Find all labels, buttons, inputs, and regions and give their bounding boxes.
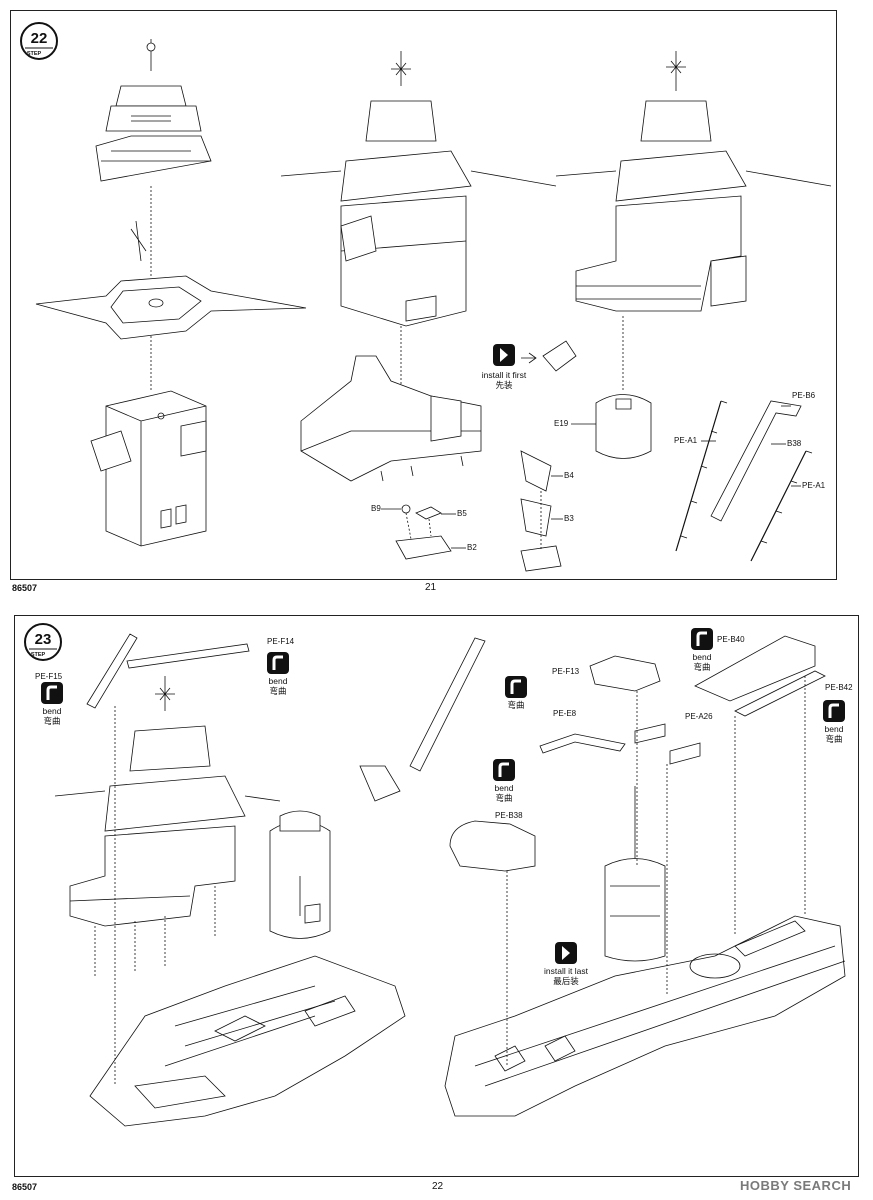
part-label-b3: B3 (564, 514, 574, 523)
part-label-pe-f15: PE-F15 (35, 672, 63, 681)
install-first-note: install it first 先装 (469, 370, 539, 390)
right-tower-assembly (604, 786, 666, 962)
part-label-pe-b6: PE-B6 (792, 391, 816, 400)
bend-icon-5 (691, 628, 713, 650)
part-label-pe-b40: PE-B40 (717, 635, 745, 644)
b9-b5-b2-parts (381, 504, 466, 560)
leader-lines (114, 676, 806, 1086)
bend-note-4: bend 弯曲 (494, 783, 514, 804)
part-label-e19: E19 (554, 419, 569, 428)
install-last-en: install it last (544, 966, 588, 976)
right-deck (444, 915, 846, 1117)
left-platform (35, 186, 307, 391)
page-22-code: 86507 (12, 1182, 38, 1192)
bend-icon-1 (41, 682, 63, 704)
pe-e8-rail (539, 733, 626, 754)
bend-note-2: bend 弯曲 (268, 676, 288, 697)
install-last-note: install it last 最后装 (535, 966, 597, 986)
part-label-pe-b42: PE-B42 (825, 683, 853, 692)
part-label-b9: B9 (371, 504, 381, 513)
step-word: STEP (31, 652, 46, 658)
part-label-b38: B38 (787, 439, 802, 448)
b4-b3-parts (520, 450, 563, 572)
bend-note-6: bend 弯曲 (824, 724, 844, 745)
left-tower-assembly (54, 676, 281, 976)
pe-f14-railing (126, 643, 250, 669)
pe-railings (675, 400, 813, 562)
pe-a26-rails (634, 723, 701, 765)
install-first-en: install it first (481, 370, 527, 380)
middle-tower (280, 51, 557, 416)
step-number: 22 (31, 30, 48, 47)
part-label-pe-a1-left: PE-A1 (674, 436, 698, 445)
install-first-zh: 先装 (495, 380, 513, 391)
watermark-text: HOBBY SEARCH (740, 1178, 852, 1193)
bend-icon-2 (267, 652, 289, 674)
install-first-icon (493, 344, 515, 366)
step-word: STEP (27, 51, 42, 57)
part-label-pe-f13: PE-F13 (552, 667, 580, 676)
part-label-pe-b38: PE-B38 (495, 811, 523, 820)
bend-note-3: 弯曲 (507, 700, 525, 710)
long-railing (409, 637, 486, 772)
step-number: 23 (35, 631, 52, 648)
pe-b40-rail (694, 635, 816, 702)
pe-f15-railing (86, 633, 138, 709)
middle-base (300, 355, 482, 482)
bend-icon-3 (505, 676, 527, 698)
instruction-page-22: 23 STEP (14, 615, 859, 1177)
part-label-pe-a1-right: PE-A1 (802, 481, 826, 490)
left-lower-block (90, 390, 207, 547)
install-last-icon (555, 942, 577, 964)
page-21-code: 86507 (12, 583, 38, 593)
pe-b38-rail (449, 820, 536, 872)
instruction-page-21: 22 STEP (10, 10, 837, 580)
superstructure-illustration (35, 39, 832, 572)
install-last-zh: 最后装 (553, 976, 579, 987)
deck-assembly-illustration (54, 633, 846, 1127)
bend-icon-6 (823, 700, 845, 722)
bend-icon-4 (493, 759, 515, 781)
part-label-pe-a26: PE-A26 (685, 712, 713, 721)
left-deck (89, 955, 406, 1127)
ladder-part (521, 340, 577, 372)
bend-note-1: bend 弯曲 (42, 706, 62, 727)
watermark: HOBBY SEARCH (740, 1178, 851, 1193)
e19-part (571, 394, 652, 459)
funnel-assembly (269, 810, 331, 939)
part-label-b5: B5 (457, 509, 467, 518)
pe-b42-rail (734, 670, 826, 717)
page-22-number: 22 (432, 1181, 444, 1192)
part-label-b2: B2 (467, 543, 477, 552)
bracket-part (359, 765, 401, 802)
left-tower-top (95, 39, 212, 182)
step-badge-icon: 22 STEP (20, 22, 58, 60)
part-label-pe-f14: PE-F14 (267, 637, 295, 646)
part-label-pe-e8: PE-E8 (553, 709, 577, 718)
page-21-number: 21 (425, 582, 437, 593)
right-tower (555, 51, 832, 391)
part-label-b4: B4 (564, 471, 574, 480)
step-badge-icon: 23 STEP (24, 623, 62, 661)
pe-f13-rail (589, 655, 661, 692)
bend-note-5: bend 弯曲 (692, 652, 712, 673)
